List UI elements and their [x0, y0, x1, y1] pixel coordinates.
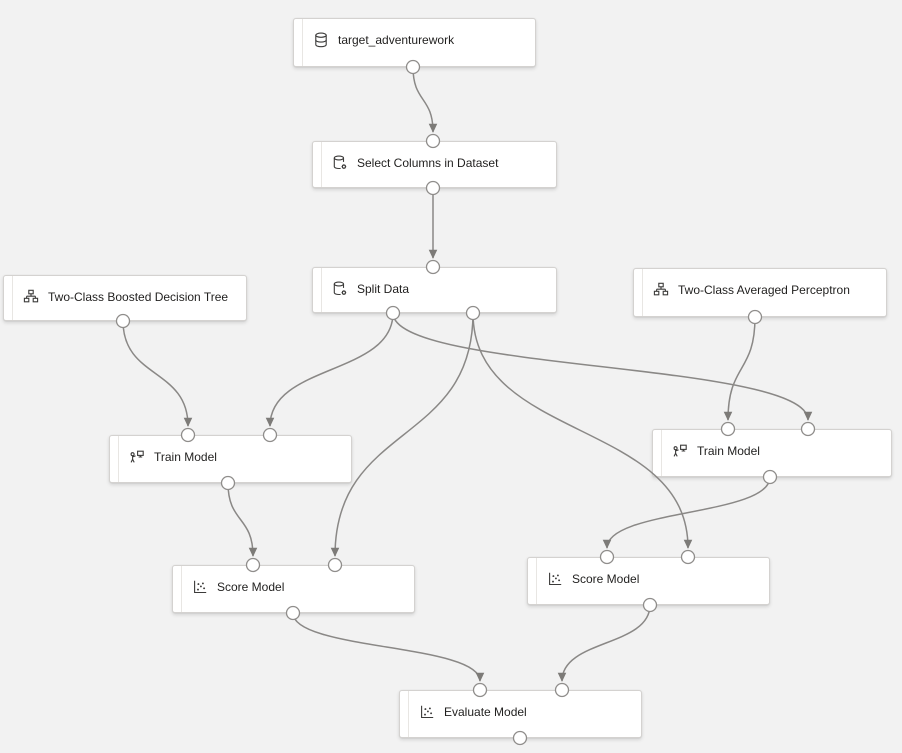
edge-split-data-to-train-left[interactable]: [265, 312, 394, 427]
edge-split-data-to-score-left[interactable]: [330, 312, 474, 557]
node-evaluate-model[interactable]: Evaluate Model: [399, 690, 642, 738]
node-label: Train Model: [154, 450, 217, 464]
input-port-score-right[interactable]: [599, 549, 615, 565]
node-dataset[interactable]: target_adventurework: [293, 18, 536, 67]
edge-score-left-to-evaluate[interactable]: [292, 612, 485, 682]
output-port-dataset[interactable]: [405, 59, 421, 75]
database-gear-icon: [332, 155, 348, 171]
scatter-plot-icon: [192, 579, 208, 595]
node-label: Score Model: [572, 572, 640, 586]
output-port-evaluate[interactable]: [512, 730, 528, 746]
input-port-train-right[interactable]: [720, 421, 736, 437]
node-train-model-right[interactable]: Train Model: [652, 429, 892, 477]
edge-boosted-tree-to-train-left[interactable]: [122, 320, 193, 427]
output-port-perceptron[interactable]: [747, 309, 763, 325]
output-port-select-columns[interactable]: [425, 180, 441, 196]
edge-train-left-to-score-left[interactable]: [227, 482, 258, 557]
train-model-icon: [129, 449, 145, 465]
input-port-score-right[interactable]: [680, 549, 696, 565]
edge-dataset-to-select-columns[interactable]: [412, 66, 438, 133]
edge-train-right-to-score-right[interactable]: [602, 476, 771, 549]
edge-split-data-to-score-right[interactable]: [472, 312, 693, 549]
database-icon: [313, 32, 329, 48]
node-label: Evaluate Model: [444, 705, 527, 719]
output-port-split-data[interactable]: [465, 305, 481, 321]
node-label: Two-Class Boosted Decision Tree: [48, 290, 229, 304]
node-score-model-right[interactable]: Score Model: [527, 557, 770, 605]
output-port-boosted-tree[interactable]: [115, 313, 131, 329]
input-port-train-right[interactable]: [800, 421, 816, 437]
node-label: Train Model: [697, 444, 760, 458]
input-port-train-left[interactable]: [262, 427, 278, 443]
output-port-train-left[interactable]: [220, 475, 236, 491]
node-select-columns[interactable]: Select Columns in Dataset: [312, 141, 557, 188]
node-label: Two-Class Averaged Perceptron: [678, 283, 850, 297]
node-label: Select Columns in Dataset: [357, 156, 499, 170]
input-port-train-left[interactable]: [180, 427, 196, 443]
edge-score-right-to-evaluate[interactable]: [557, 604, 651, 682]
node-two-class-averaged-perceptron[interactable]: Two-Class Averaged Perceptron: [633, 268, 887, 317]
node-two-class-boosted-decision-tree[interactable]: Two-Class Boosted Decision Tree: [3, 275, 247, 321]
node-score-model-left[interactable]: Score Model: [172, 565, 415, 613]
train-model-icon: [672, 443, 688, 459]
node-label: Split Data: [357, 282, 410, 296]
input-port-evaluate[interactable]: [554, 682, 570, 698]
input-port-evaluate[interactable]: [472, 682, 488, 698]
output-port-split-data[interactable]: [385, 305, 401, 321]
edge-split-data-to-train-right[interactable]: [392, 312, 813, 421]
node-label: target_adventurework: [338, 33, 455, 47]
input-port-score-left[interactable]: [327, 557, 343, 573]
scatter-plot-icon: [419, 704, 435, 720]
edge-perceptron-to-train-right[interactable]: [723, 316, 756, 421]
hierarchy-icon: [653, 282, 669, 298]
node-train-model-left[interactable]: Train Model: [109, 435, 352, 483]
input-port-select-columns[interactable]: [425, 133, 441, 149]
scatter-plot-icon: [547, 571, 563, 587]
output-port-score-left[interactable]: [285, 605, 301, 621]
input-port-split-data[interactable]: [425, 259, 441, 275]
output-port-train-right[interactable]: [762, 469, 778, 485]
input-port-score-left[interactable]: [245, 557, 261, 573]
database-gear-icon: [332, 281, 348, 297]
hierarchy-icon: [23, 289, 39, 305]
node-label: Score Model: [217, 580, 285, 594]
output-port-score-right[interactable]: [642, 597, 658, 613]
